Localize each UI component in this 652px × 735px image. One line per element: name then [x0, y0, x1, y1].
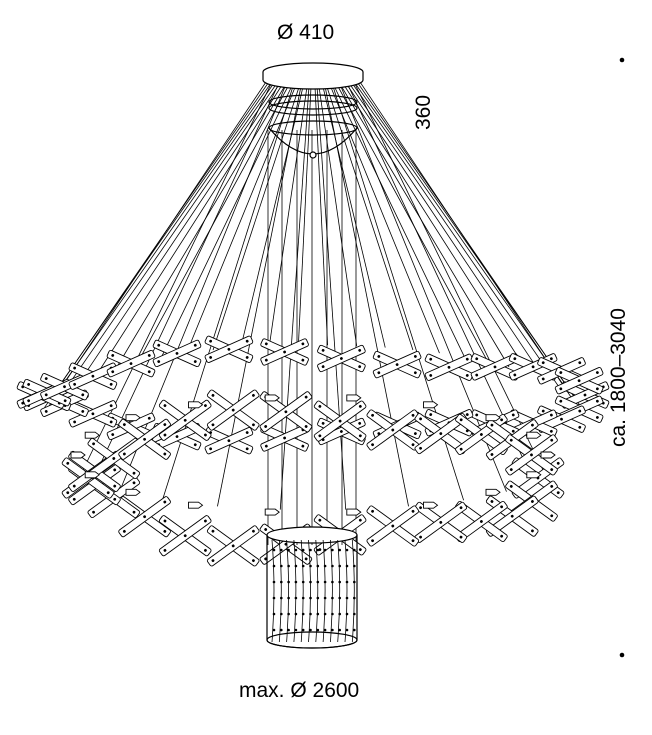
scissor-slat [260, 338, 309, 366]
suspension-cable [346, 75, 570, 393]
lamp-head [188, 401, 204, 409]
scissor-slat [152, 339, 202, 368]
suspension-cable [337, 75, 529, 373]
drum-slat [351, 539, 355, 643]
suspension-cable [91, 81, 280, 482]
scissor-slat [372, 350, 422, 379]
suspension-cable [97, 75, 289, 373]
suspension-cable [328, 75, 465, 358]
scissor-slat [259, 391, 313, 433]
margin-dot [619, 652, 625, 658]
suspension-cable [316, 81, 347, 510]
center-rods [267, 130, 357, 545]
drum-slat [315, 539, 319, 643]
drum-slat [293, 539, 297, 643]
lamp-head [526, 431, 542, 439]
ceiling-canopy [262, 62, 364, 159]
suspension-cable [161, 75, 298, 358]
lamp-head [70, 451, 86, 459]
scissor-slat [206, 389, 260, 431]
suspension-cable [353, 81, 544, 471]
lamp-head [346, 508, 362, 516]
suspension-cable [56, 75, 280, 393]
margin-markers [619, 57, 625, 658]
suspension-cable [48, 75, 277, 401]
canopy-ring-3 [268, 120, 358, 136]
canopy-ring-1 [268, 94, 358, 110]
lamp-head [423, 401, 439, 409]
drum-slat [322, 539, 326, 643]
suspension-cable [137, 75, 295, 362]
suspension-cable [186, 75, 301, 354]
lamp-head [485, 414, 501, 422]
center-drum [266, 526, 358, 649]
total-height-label: ca. 1800–3040 [607, 308, 630, 447]
lamp-head [485, 488, 501, 496]
suspension-cable [81, 75, 286, 380]
scissor-slat [317, 344, 366, 373]
suspension-cable [331, 75, 489, 362]
suspension-cable [212, 75, 304, 351]
suspension-cable [343, 75, 559, 386]
lamp-head [346, 394, 362, 402]
scissor-slat [118, 418, 171, 460]
lamp-head [526, 471, 542, 479]
scissor-slat [313, 400, 367, 442]
drum-slat [337, 539, 341, 643]
scissor-slat [554, 367, 604, 395]
scissor-slat [317, 417, 366, 446]
drum-slat [344, 539, 348, 643]
scissor-slat [106, 349, 156, 378]
lamp-head [423, 501, 439, 509]
drum-bottom [266, 631, 358, 649]
drum-slat [271, 539, 275, 643]
scissor-slat [68, 400, 118, 428]
top-diameter-label: Ø 410 [277, 21, 335, 44]
scissor-slat [158, 515, 212, 557]
drum-slat [278, 539, 282, 643]
lamp-head [84, 431, 100, 439]
suspension-cable [322, 75, 414, 351]
suspension-cable [340, 75, 545, 380]
margin-dot [619, 57, 625, 63]
lamp-head [125, 488, 141, 496]
lamp-head [188, 501, 204, 509]
canopy-ring-2 [268, 100, 358, 116]
suspension-cable [67, 75, 283, 386]
lamp-head [264, 394, 280, 402]
scissor-slat [366, 505, 420, 547]
canopy-hub [309, 151, 317, 159]
lamp-head [540, 451, 556, 459]
scissor-slat [158, 399, 212, 441]
drum-slat [308, 539, 311, 643]
scissor-slat [505, 434, 558, 476]
suspension-cable [338, 81, 507, 492]
lamp-head [84, 471, 100, 479]
drum-slat [286, 539, 289, 643]
canopy-plate-rim [262, 72, 364, 90]
suspension-cable [268, 75, 309, 346]
scissor-slat [366, 409, 420, 451]
drum-slat [300, 539, 304, 643]
scissor-slat [118, 496, 171, 538]
drum-slat [330, 539, 333, 643]
lamp-head [125, 414, 141, 422]
scissor-slat [204, 335, 254, 363]
scissor-slat [204, 427, 254, 455]
max-diameter-label: max. Ø 2600 [239, 679, 360, 702]
suspension-cable [325, 75, 440, 354]
suspension-cable [317, 75, 358, 346]
drum-top [266, 526, 358, 544]
lamp-head [264, 508, 280, 516]
scissor-slat [206, 525, 260, 567]
canopy-height-label: 360 [412, 94, 435, 130]
